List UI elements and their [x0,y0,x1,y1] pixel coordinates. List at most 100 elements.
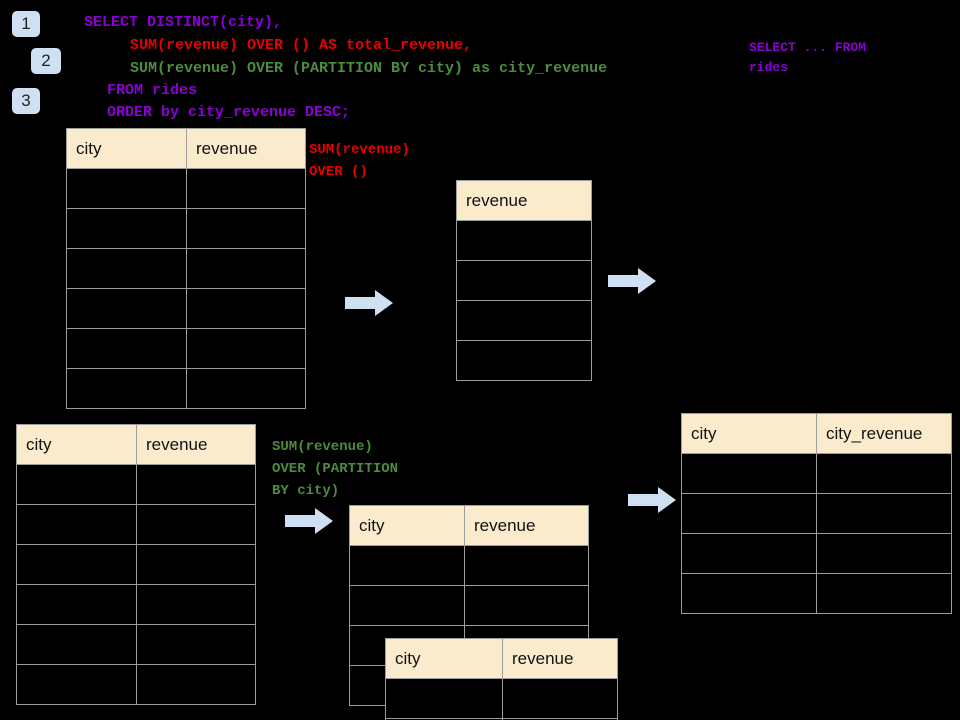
arrow-rides-to-total [345,290,393,321]
column-header-city: city [681,413,817,454]
column-header-city: city [385,638,503,679]
arrow-rides-to-partition [285,508,333,539]
table-cell-empty [136,624,256,665]
table-cell-empty [186,328,306,369]
table-row [456,340,592,381]
table-cell-empty [186,248,306,289]
column-header-city: city [66,128,187,169]
table-cell-empty [66,168,187,209]
column-header-revenue: revenue [464,505,589,546]
table-cell-empty [816,493,952,534]
table-row [66,248,306,289]
table-cell-empty [66,328,187,369]
table-row [16,464,256,505]
table-row [456,220,592,261]
column-header-city_revenue: city_revenue [816,413,952,454]
table-row [16,584,256,625]
table-cell-empty [136,544,256,585]
table-cell-empty [816,453,952,494]
table-cell-empty [16,584,137,625]
table-cell-empty [502,678,618,719]
table-cell-empty [136,464,256,505]
table-cell-empty [16,544,137,585]
table-cell-empty [816,533,952,574]
table-row [16,624,256,665]
table-row [66,168,306,209]
table-header-row: revenue [456,180,592,221]
table-cell-empty [136,664,256,705]
table-cell-empty [186,368,306,409]
sql-line-3: SUM(revenue) OVER (PARTITION BY city) as… [130,60,608,77]
table-cell-empty [66,288,187,329]
table-row [66,288,306,329]
table-cell-empty [16,664,137,705]
table-cell-empty [186,208,306,249]
step-badge-2: 2 [31,48,61,74]
column-header-revenue: revenue [502,638,618,679]
column-header-city: city [349,505,465,546]
table-cell-empty [66,368,187,409]
table-row [66,328,306,369]
table-cell-empty [136,584,256,625]
table-cell-empty [816,573,952,614]
column-header-revenue: revenue [136,424,256,465]
table-cell-empty [16,504,137,545]
table-row [66,368,306,409]
table-cell-empty [349,545,465,586]
table-row [349,545,589,586]
table-cell-empty [681,573,817,614]
table-cell-empty [349,585,465,626]
right-arrow-icon [345,290,393,316]
table-cell-empty [66,208,187,249]
table-row [681,573,952,614]
sql-line-5: ORDER by city_revenue DESC; [107,104,351,121]
step-badge-1: 1 [12,11,40,37]
table-cell-empty [681,533,817,574]
table-row [385,678,618,719]
arrow-partition-to-result [628,487,676,518]
sql-line-2: SUM(revenue) OVER () AS total_revenue, [130,37,473,54]
table-cell-empty [385,678,503,719]
table-cell-empty [456,260,592,301]
table-row [456,260,592,301]
table-cell-empty [136,504,256,545]
column-header-city: city [16,424,137,465]
table-cell-empty [16,624,137,665]
table-cell-empty [186,168,306,209]
sum-over-partition-label: SUM(revenue) OVER (PARTITION BY city) [272,439,399,499]
table-cell-empty [464,545,589,586]
arrow-total-to-result [608,268,656,299]
table-row [681,493,952,534]
table-cell-empty [681,453,817,494]
table-row [16,544,256,585]
table-cell-empty [456,300,592,341]
table-cell-empty [66,248,187,289]
table-row [349,585,589,626]
right-arrow-icon [608,268,656,294]
table-cell-empty [186,288,306,329]
column-header-revenue: revenue [186,128,306,169]
table-cell-empty [502,718,618,720]
sql-line-4: FROM rides [107,82,198,99]
table-cell-empty [464,585,589,626]
right-arrow-icon [628,487,676,513]
table-cell-empty [16,464,137,505]
total-revenue-table: revenue [456,180,592,381]
table-cell-empty [456,340,592,381]
sql-line-1: SELECT DISTINCT(city), [84,14,283,31]
step-badge-3: 3 [12,88,40,114]
table-row [66,208,306,249]
select-from-rides-label: SELECT ... FROM rides [749,40,867,75]
table-cell-empty [456,220,592,261]
table-row [385,718,618,720]
table-row [681,533,952,574]
